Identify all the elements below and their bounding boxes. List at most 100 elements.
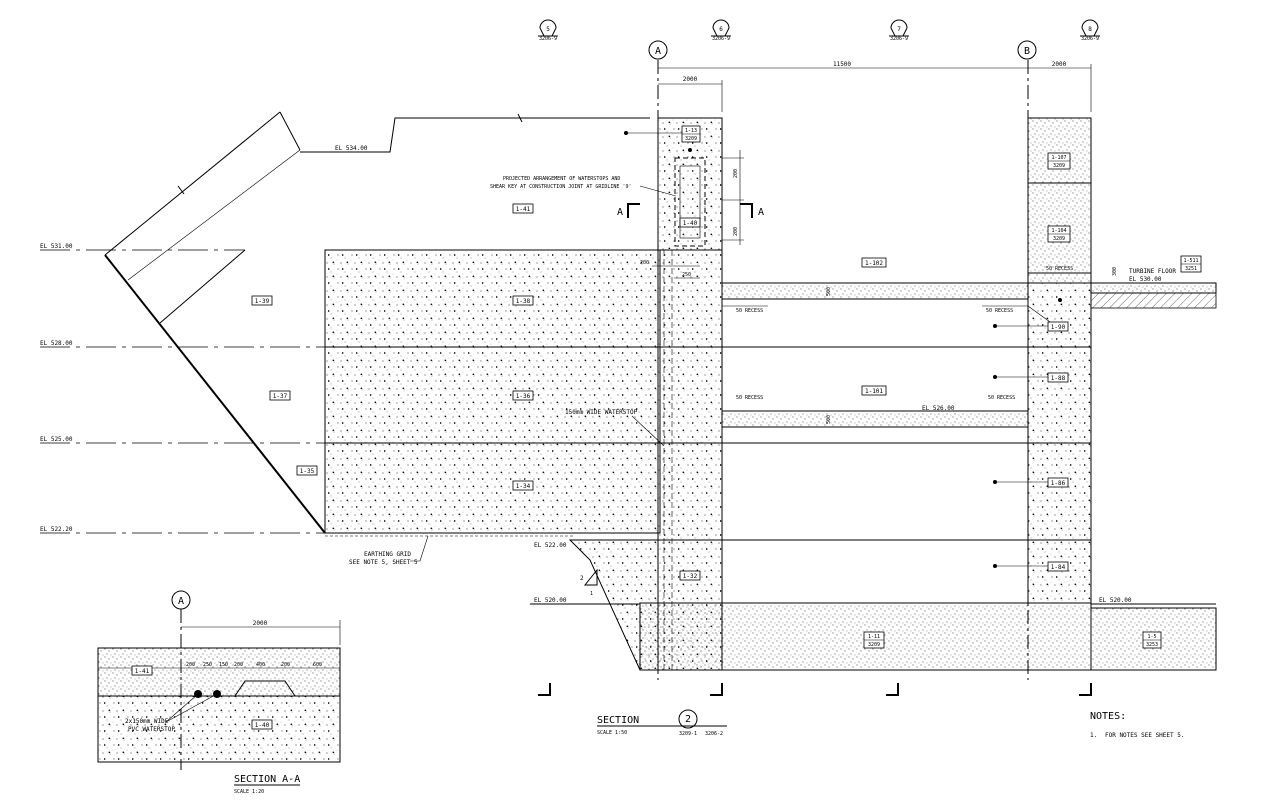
svg-text:1-88: 1-88 <box>1051 375 1066 382</box>
gridline-ref: 3206-9 <box>539 36 557 42</box>
svg-text:3209: 3209 <box>868 642 880 648</box>
gridline-markers: 5 3206-9 6 3206-9 7 3206-9 8 3206-9 <box>538 19 1100 42</box>
svg-text:1-11: 1-11 <box>868 634 880 640</box>
slope-2: 2 <box>580 575 584 582</box>
gridline-id: 6 <box>719 26 723 33</box>
note-1-text: FOR NOTES SEE SHEET 5. <box>1105 732 1184 739</box>
pour-tag: 1-41 <box>512 203 534 214</box>
slope-1: 1 <box>590 591 593 597</box>
section-number: 2 <box>685 714 691 725</box>
ref-tag: 1-11 3209 <box>863 631 885 649</box>
svg-text:200: 200 <box>186 662 195 668</box>
leader-lines <box>624 131 1062 568</box>
el-526-label: EL 526.00 <box>922 405 955 412</box>
el-534-label: EL 534.00 <box>335 145 368 152</box>
ref-tag: 1-5 3253 <box>1142 631 1162 649</box>
notes-block: NOTES: 1. FOR NOTES SEE SHEET 5. <box>1090 711 1184 739</box>
svg-text:200: 200 <box>234 662 243 668</box>
axis-b-bubble: B <box>1017 40 1037 60</box>
svg-text:1-37: 1-37 <box>273 393 288 400</box>
recess-label: 50 RECESS <box>988 395 1015 401</box>
base-lines: EL 522.00 EL 520.00 EL 520.00 2 1 <box>325 532 1216 605</box>
pvc-label-1: 2x150mm WIDE <box>125 718 169 725</box>
el-522-20-label: EL 522.20 <box>40 526 73 533</box>
main-concrete <box>324 117 1217 671</box>
pour-tag: 1-35 <box>296 465 318 476</box>
axis-a-label: A <box>655 46 661 57</box>
pour-tag: 1-84 <box>1047 561 1069 572</box>
ref-tags: 1-13 3209 1-107 3209 1-104 3209 1-511 32… <box>681 125 1202 649</box>
ref-tag: 1-104 3209 <box>1047 225 1071 243</box>
svg-text:1-40: 1-40 <box>255 722 270 729</box>
dim-2000-right: 2000 <box>1052 61 1067 68</box>
axis-b-label: B <box>1024 46 1030 57</box>
svg-text:1-36: 1-36 <box>516 393 531 400</box>
recess-label: 50 RECESS <box>736 395 763 401</box>
el-520-left-label: EL 520.00 <box>534 597 567 604</box>
ref-tag: 1-13 3209 <box>681 125 701 143</box>
gridline-6-marker: 6 3206-9 <box>711 19 731 42</box>
section-aa-title: SECTION A-A <box>234 774 300 785</box>
el-522-label: EL 522.00 <box>534 542 567 549</box>
svg-text:200: 200 <box>281 662 290 668</box>
svg-text:1-13: 1-13 <box>685 128 697 134</box>
gridline-id: 7 <box>897 26 901 33</box>
pour-tag: 1-88 <box>1047 372 1069 383</box>
ref-tag: 1-107 3209 <box>1047 152 1071 170</box>
svg-text:1-84: 1-84 <box>1051 564 1066 571</box>
svg-text:1-40: 1-40 <box>683 220 698 227</box>
dim-250: 250 <box>682 272 691 278</box>
dim-500-b: 500 <box>826 415 832 424</box>
pour-tag: 1-38 <box>512 295 534 306</box>
section-scale: SCALE 1:50 <box>597 730 627 736</box>
section-title: SECTION SCALE 1:50 2 3209-1 3206-2 <box>597 709 727 737</box>
dim-200-c: 200 <box>640 260 649 266</box>
dim-11500: 11500 <box>833 61 851 68</box>
pour-tag: 1-40 <box>679 217 701 228</box>
top-dimensions: 2000 11500 2000 <box>658 61 1092 112</box>
waterstop-label: 150mm WIDE WATERSTOP <box>565 409 638 416</box>
section-title-text: SECTION <box>597 715 639 726</box>
gridline-ref: 3206-9 <box>712 36 730 42</box>
detail-axis-label: A <box>178 596 184 607</box>
pour-tag: 1-36 <box>512 390 534 401</box>
pour-tag: 1-32 <box>679 570 701 581</box>
notes-heading: NOTES: <box>1090 711 1126 722</box>
svg-text:1-32: 1-32 <box>683 573 698 580</box>
svg-text:1-34: 1-34 <box>516 483 531 490</box>
pvc-label-2: PVC WATERSTOP <box>128 726 175 733</box>
svg-text:1-102: 1-102 <box>865 260 883 267</box>
annotations: PROJECTED ARRANGEMENT OF WATERSTOPS AND … <box>349 176 1176 566</box>
cut-a-markers: A A <box>617 203 764 218</box>
projected-note-2: SHEAR KEY AT CONSTRUCTION JOINT AT GRIDL… <box>490 184 631 190</box>
ref-tag: 1-511 3251 <box>1180 255 1202 273</box>
cut-a-left: A <box>617 207 623 218</box>
gridline-id: 5 <box>546 26 550 33</box>
recess-label: 50 RECESS <box>986 308 1013 314</box>
projected-note-1: PROJECTED ARRANGEMENT OF WATERSTOPS AND <box>503 176 620 182</box>
detail-pour-tag: 1-40 <box>251 719 273 730</box>
section-aa-detail: A 2000 1-41 1-40 200 250 150 200 400 200… <box>97 590 341 795</box>
dim-200-b: 200 <box>733 227 739 236</box>
gridline-id: 8 <box>1088 26 1092 33</box>
pour-tag: 1-101 <box>861 385 887 396</box>
gridline-ref: 3206-9 <box>890 36 908 42</box>
detail-dim-chain: 200 250 150 200 400 200 600 <box>186 662 322 668</box>
el-520-right-label: EL 520.00 <box>1099 597 1132 604</box>
pour-tags: 1-41 1-39 1-38 1-37 1-36 1-35 1-34 1-32 … <box>251 203 1069 581</box>
gridline-ref: 3206-9 <box>1081 36 1099 42</box>
pour-tag: 1-39 <box>251 295 273 306</box>
svg-text:1-38: 1-38 <box>516 298 531 305</box>
pour-tag: 1-86 <box>1047 477 1069 488</box>
svg-text:1-39: 1-39 <box>255 298 270 305</box>
svg-text:1-41: 1-41 <box>516 206 531 213</box>
svg-text:1-86: 1-86 <box>1051 480 1066 487</box>
pour-tag: 1-90 <box>1047 321 1069 332</box>
axis-a-joint: 200 200 200 250 <box>640 60 1029 680</box>
pour-tag: 1-37 <box>269 390 291 401</box>
dim-500-a: 500 <box>826 287 832 296</box>
turbine-floor-label: TURBINE FLOOR <box>1129 268 1176 275</box>
detail-pour-tag: 1-41 <box>131 665 153 676</box>
el-531-label: EL 531.00 <box>40 243 73 250</box>
